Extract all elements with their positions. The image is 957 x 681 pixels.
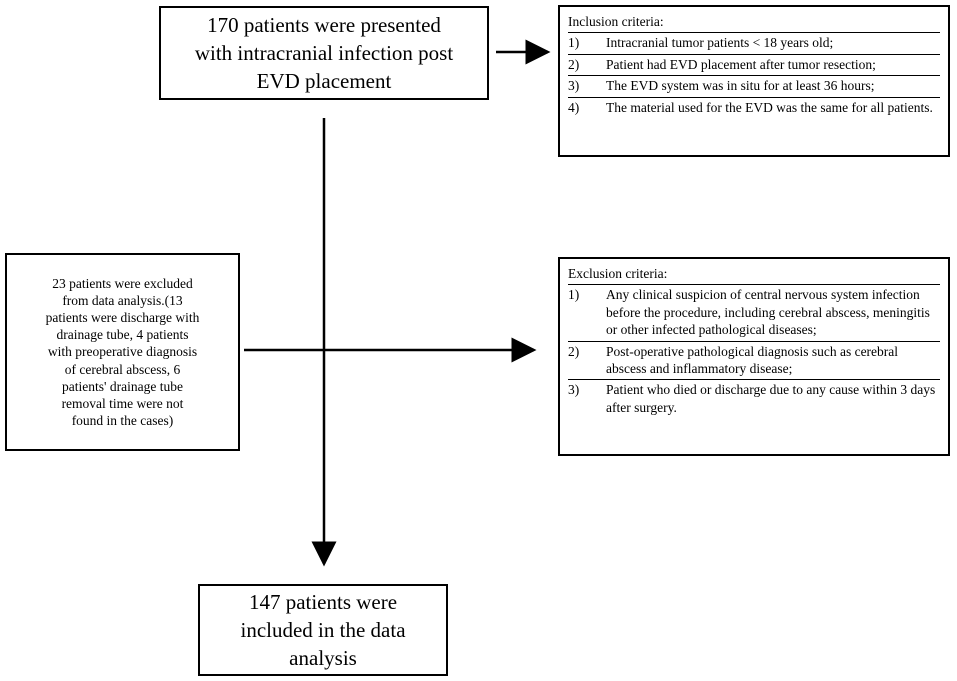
bottom-box: 147 patients were included in the data a… (198, 584, 448, 676)
excluded-line: 23 patients were excluded (52, 275, 193, 291)
bottom-box-line: 147 patients were (248, 590, 398, 614)
excluded-line: drainage tube, 4 patients (56, 327, 189, 343)
top-box: 170 patients were presented with intracr… (159, 6, 489, 100)
inclusion-item: 3)The EVD system was in situ for at leas… (568, 75, 940, 96)
inclusion-criteria-box: Inclusion criteria: 1)Intracranial tumor… (558, 5, 950, 157)
bottom-box-line: analysis (289, 646, 357, 670)
bottom-box-line: included in the data (240, 618, 406, 642)
excluded-line: patients' drainage tube (62, 378, 183, 394)
excluded-line: of cerebral abscess, 6 (64, 361, 181, 377)
exclusion-criteria-box: Exclusion criteria: 1)Any clinical suspi… (558, 257, 950, 456)
top-box-line: EVD placement (256, 69, 392, 93)
top-box-line: with intracranial infection post (194, 41, 454, 65)
inclusion-item: 4)The material used for the EVD was the … (568, 96, 940, 118)
excluded-line: from data analysis.(13 (62, 292, 183, 308)
inclusion-item: 2)Patient had EVD placement after tumor … (568, 53, 940, 75)
top-box-line: 170 patients were presented (207, 13, 441, 37)
exclusion-item: 3)Patient who died or discharge due to a… (568, 379, 940, 418)
excluded-patients-box: 23 patients were excluded from data anal… (5, 253, 240, 451)
excluded-line: found in the cases) (71, 413, 174, 429)
exclusion-title: Exclusion criteria: (568, 266, 668, 281)
excluded-line: with preoperative diagnosis (47, 344, 198, 360)
exclusion-item: 2)Post-operative pathological diagnosis … (568, 340, 940, 380)
excluded-line: patients were discharge with (45, 309, 200, 325)
exclusion-item: 1)Any clinical suspicion of central nerv… (568, 284, 940, 340)
inclusion-item: 1)Intracranial tumor patients < 18 years… (568, 32, 940, 53)
inclusion-title: Inclusion criteria: (568, 14, 664, 29)
excluded-line: removal time were not (61, 396, 184, 411)
